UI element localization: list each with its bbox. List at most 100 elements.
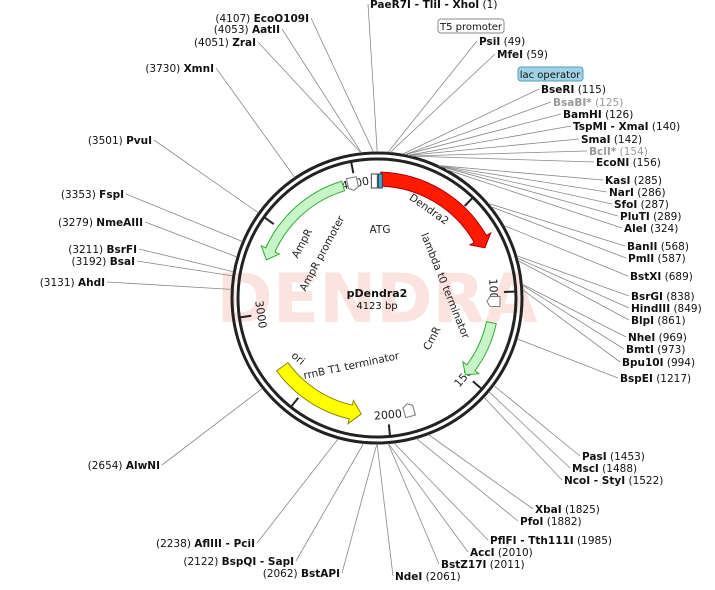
- site-label: PflFI - Tth111I (1985): [490, 535, 612, 547]
- site-leader-line: [522, 289, 621, 363]
- site-name: ZraI: [232, 37, 256, 49]
- site-leader-line: [215, 67, 296, 178]
- site-name: PaeR7I - TliI - XhoI: [370, 0, 479, 11]
- site-position: (3211): [68, 244, 106, 256]
- site-label: SfoI (287): [614, 199, 669, 211]
- site-leader-line: [407, 125, 572, 156]
- site-label: (4053) AatII: [214, 24, 280, 36]
- t5-promoter-label: T5 promoter: [439, 22, 503, 33]
- rrnb-terminator-label: rrnB T1 terminator: [302, 350, 401, 382]
- site-position: (125): [592, 97, 624, 109]
- site-label: (2654) AlwNI: [88, 460, 160, 472]
- site-label: EcoNI (156): [596, 157, 661, 169]
- site-name: BamHI: [563, 109, 602, 121]
- site-leader-line: [341, 443, 378, 574]
- watermark: DENDRA: [216, 260, 538, 339]
- site-leader-line: [517, 338, 619, 379]
- site-name: PflFI - Tth111I: [490, 535, 574, 547]
- site-label: PfoI (1882): [520, 516, 582, 528]
- site-label: NarI (286): [609, 187, 666, 199]
- site-labels: (4107) EcoO109I(4053) AatII(4051) ZraI(3…: [40, 0, 702, 583]
- site-label: BamHI (126): [563, 109, 633, 121]
- site-label: BspEI (1217): [620, 373, 691, 385]
- ori-feature: [275, 361, 362, 425]
- site-position: (3131): [40, 277, 78, 289]
- plasmid-name: pDendra2: [347, 287, 408, 300]
- site-label: KasI (285): [605, 175, 662, 187]
- site-position: (1217): [653, 373, 691, 385]
- site-position: (1488): [599, 463, 637, 475]
- rrnb-terminator-arrow: [402, 403, 417, 419]
- plasmid-backbone-outer: [230, 151, 524, 445]
- site-position: (285): [630, 175, 662, 187]
- site-position: (3730): [145, 63, 183, 75]
- site-label: MfeI (59): [497, 49, 548, 61]
- site-position: (49): [500, 36, 525, 48]
- site-position: (140): [649, 121, 681, 133]
- dendra2-feature: [379, 171, 492, 249]
- site-name: BstAPI: [301, 568, 340, 580]
- site-leader-line: [257, 41, 362, 154]
- scale-tick-mark: [263, 216, 275, 225]
- site-name: SfoI: [614, 199, 637, 211]
- site-position: (4053): [214, 24, 252, 36]
- site-position: (2654): [88, 460, 126, 472]
- site-name: PluTI: [620, 211, 650, 223]
- site-leader-line: [404, 101, 552, 156]
- site-name: FspI: [99, 189, 124, 201]
- site-name: AlwNI: [126, 460, 160, 472]
- site-position: (2011): [486, 559, 524, 571]
- site-leader-line: [439, 165, 619, 217]
- site-label: BstZ17I (2011): [441, 559, 525, 571]
- site-label: BclI* (154): [589, 146, 648, 158]
- lac-operator-box: [517, 66, 584, 82]
- site-name: MfeI: [497, 49, 523, 61]
- site-label: MscI (1488): [572, 463, 637, 475]
- site-position: (973): [654, 344, 686, 356]
- site-label: AleI (324): [624, 223, 678, 235]
- site-leader-line: [490, 206, 627, 259]
- site-label: (3353) FspI: [61, 189, 124, 201]
- site-leader-line: [410, 150, 588, 157]
- lambda-terminator-arrow: [486, 295, 501, 308]
- site-leader-line: [493, 385, 581, 457]
- site-label: PaeR7I - TliI - XhoI (1): [370, 0, 497, 11]
- site-position: (115): [574, 84, 606, 96]
- site-leader-lines: [106, 3, 630, 577]
- site-name: PsiI: [479, 36, 500, 48]
- site-label: BsrGI (838): [631, 291, 695, 303]
- ori-label: ori: [289, 350, 307, 368]
- site-name: AatII: [252, 24, 280, 36]
- cmr-feature: [462, 320, 497, 376]
- site-position: (4051): [194, 37, 232, 49]
- site-position: (289): [650, 211, 682, 223]
- site-name: BanII: [627, 241, 657, 253]
- site-leader-line: [295, 443, 364, 562]
- site-position: (2122): [183, 556, 221, 568]
- site-label: (3501) PvuI: [88, 135, 152, 147]
- site-name: HindIII: [631, 303, 670, 315]
- site-leader-line: [517, 260, 630, 321]
- ampr-feature: [260, 180, 346, 261]
- site-position: (3192): [71, 256, 109, 268]
- site-position: (2238): [156, 538, 194, 550]
- site-name: AleI: [624, 223, 647, 235]
- scale-tick-mark: [350, 161, 355, 174]
- scale-tick-mark: [290, 397, 300, 408]
- site-label: (4051) ZraI: [194, 37, 256, 49]
- site-leader-line: [488, 202, 626, 247]
- site-position: (156): [629, 157, 661, 169]
- site-leader-line: [522, 283, 627, 338]
- site-label: BseRI (115): [541, 84, 606, 96]
- site-position: (1453): [607, 451, 645, 463]
- site-name: KasI: [605, 175, 630, 187]
- site-leader-line: [136, 260, 233, 277]
- plasmid-size: 4123 bp: [356, 301, 397, 312]
- site-position: (2061): [422, 571, 460, 583]
- site-name: BsrFI: [106, 244, 137, 256]
- lac-operator-mark: [377, 173, 383, 189]
- site-position: (969): [655, 332, 687, 344]
- site-label: (3131) AhdI: [40, 277, 105, 289]
- site-position: (324): [647, 223, 679, 235]
- site-name: NcoI - StyI: [564, 475, 625, 487]
